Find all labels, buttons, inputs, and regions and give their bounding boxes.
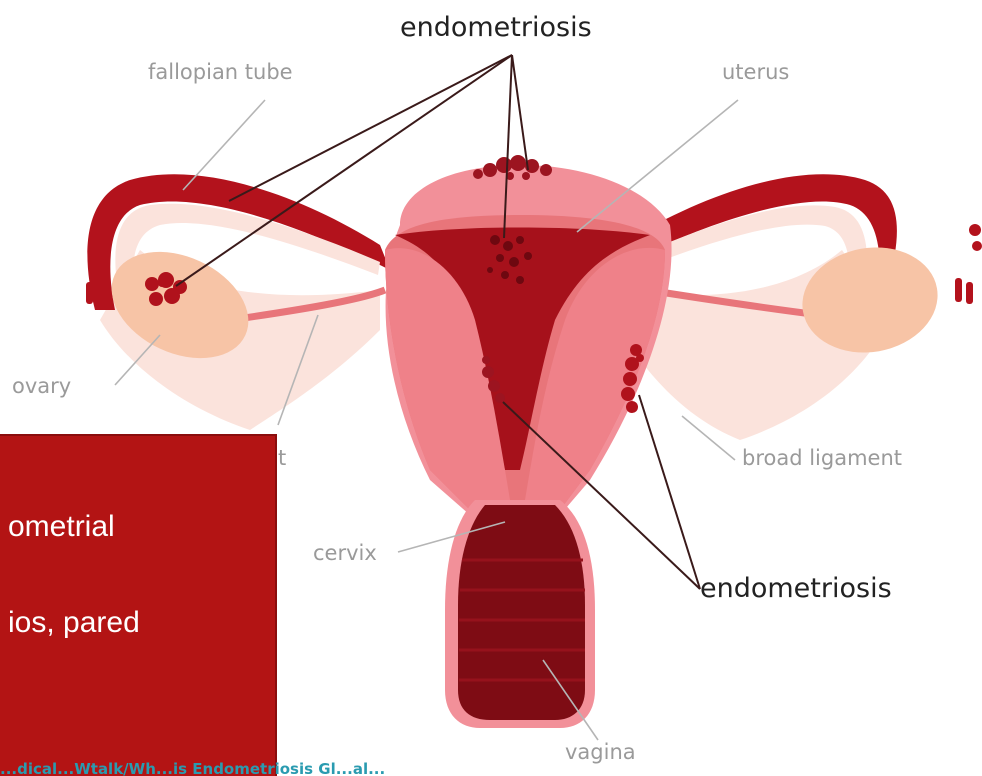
source-caption[interactable]: ...dical...Wtalk/Wh...is Endometriosis G…	[0, 760, 982, 776]
label-cervix: cervix	[313, 541, 377, 565]
label-endometriosis-right: endometriosis	[700, 573, 892, 604]
label-broad-ligament: broad ligament	[742, 446, 902, 470]
label-fallopian-tube: fallopian tube	[148, 60, 293, 84]
vaginal-canal	[458, 505, 585, 720]
label-ovary: ovary	[12, 374, 71, 398]
fimbriae-right	[955, 224, 982, 304]
slide-text-box: ometrial ios, pared	[0, 434, 277, 776]
label-partial-t: t	[278, 446, 286, 470]
slide-text-line-2: ios, pared	[8, 606, 140, 640]
label-endometriosis-top: endometriosis	[400, 12, 592, 43]
label-uterus: uterus	[722, 60, 789, 84]
slide-text-line-1: ometrial	[8, 510, 115, 544]
